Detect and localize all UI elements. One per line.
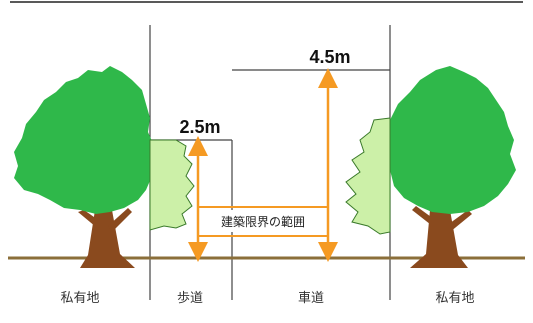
tree-icon	[14, 66, 154, 268]
tree-icon	[390, 66, 516, 268]
zone-label-sidewalk: 歩道	[177, 291, 203, 306]
zone-label-private-right: 私有地	[435, 291, 474, 306]
pruned-tree-icon	[345, 117, 391, 235]
zone-label-road: 車道	[298, 291, 324, 306]
pruned-tree-icon	[149, 139, 195, 231]
road-height-label: 4.5m	[309, 47, 350, 67]
clearance-label: 建築限界の範囲	[221, 214, 305, 229]
clearance-label-box	[203, 210, 323, 232]
zone-label-private-left: 私有地	[60, 291, 99, 306]
sidewalk-height-label: 2.5m	[179, 117, 220, 137]
